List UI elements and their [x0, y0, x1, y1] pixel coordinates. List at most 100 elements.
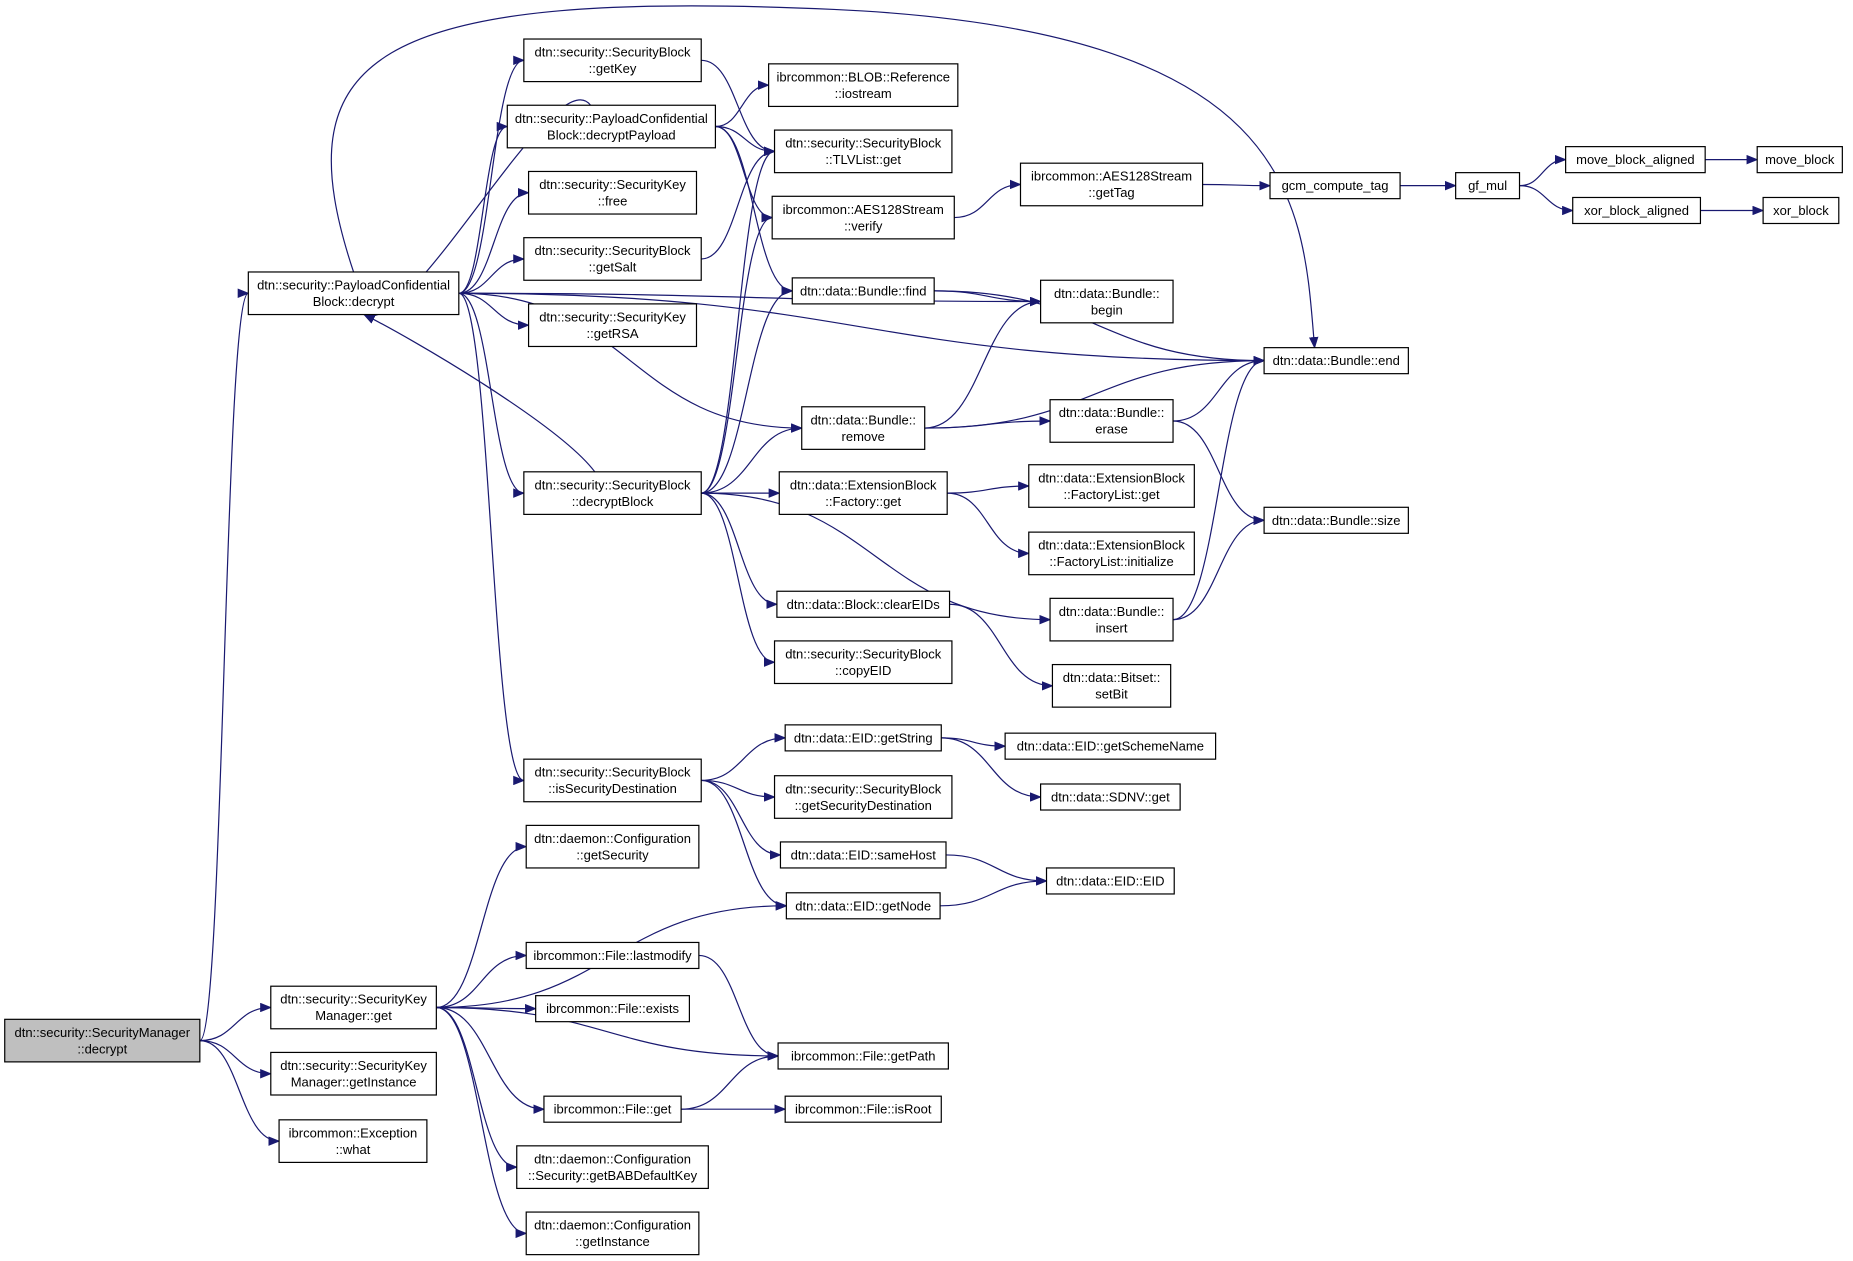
node-aes_getTag[interactable]: ibrcommon::AES128Stream::getTag [1019, 162, 1204, 207]
node-box[interactable] [777, 1042, 949, 1070]
node-box[interactable] [247, 271, 460, 316]
node-box[interactable] [784, 1095, 942, 1123]
node-sm_decrypt[interactable]: dtn::security::SecurityManager::decrypt [4, 1018, 201, 1063]
node-file_exists[interactable]: ibrcommon::File::exists [535, 995, 690, 1023]
node-box[interactable] [1455, 172, 1521, 200]
node-bundle_end[interactable]: dtn::data::Bundle::end [1263, 347, 1409, 375]
node-box[interactable] [1039, 783, 1181, 811]
node-box[interactable] [525, 941, 700, 970]
node-box[interactable] [516, 1145, 709, 1190]
node-sb_getSalt[interactable]: dtn::security::SecurityBlock::getSalt [523, 237, 702, 281]
node-eid_EID[interactable]: dtn::data::EID::EID [1045, 867, 1175, 895]
node-box[interactable] [773, 640, 953, 685]
node-box[interactable] [525, 1211, 700, 1256]
node-box[interactable] [523, 38, 702, 83]
node-sb_getSecDest[interactable]: dtn::security::SecurityBlock::getSecurit… [773, 775, 953, 819]
node-box[interactable] [1051, 663, 1172, 708]
node-box[interactable] [1049, 399, 1174, 443]
node-sk_getRSA[interactable]: dtn::security::SecurityKey::getRSA [527, 303, 698, 348]
node-exc_what[interactable]: ibrcommon::Exception::what [278, 1119, 428, 1163]
node-bundle_size[interactable]: dtn::data::Bundle::size [1263, 506, 1409, 534]
node-sb_copyEID[interactable]: dtn::security::SecurityBlock::copyEID [773, 640, 953, 685]
node-cfg_getSecurity[interactable]: dtn::daemon::Configuration::getSecurity [525, 824, 700, 869]
node-gcm_compute_tag[interactable]: gcm_compute_tag [1269, 172, 1401, 200]
node-box[interactable] [527, 303, 698, 348]
node-aes_verify[interactable]: ibrcommon::AES128Stream::verify [771, 195, 955, 240]
node-ext_factory_get[interactable]: dtn::data::ExtensionBlock::Factory::get [778, 471, 948, 515]
node-tlv_get[interactable]: dtn::security::SecurityBlock::TLVList::g… [773, 129, 953, 174]
node-sdnv_get[interactable]: dtn::data::SDNV::get [1039, 783, 1181, 811]
node-box[interactable] [784, 724, 942, 752]
node-box[interactable] [1756, 146, 1843, 174]
node-sb_getKey[interactable]: dtn::security::SecurityBlock::getKey [523, 38, 702, 83]
node-eid_getString[interactable]: dtn::data::EID::getString [784, 724, 942, 752]
node-box[interactable] [1019, 162, 1204, 207]
node-box[interactable] [4, 1018, 201, 1063]
node-box[interactable] [523, 758, 702, 803]
node-box[interactable] [527, 170, 698, 215]
node-box[interactable] [776, 590, 951, 618]
node-cfg_getInstance[interactable]: dtn::daemon::Configuration::getInstance [525, 1211, 700, 1256]
node-sb_decryptBlock[interactable]: dtn::security::SecurityBlock::decryptBlo… [523, 471, 702, 515]
node-box[interactable] [523, 237, 702, 281]
node-bitset_setBit[interactable]: dtn::data::Bitset::setBit [1051, 663, 1172, 708]
node-box[interactable] [1572, 196, 1702, 225]
node-bundle_find[interactable]: dtn::data::Bundle::find [791, 277, 935, 305]
node-blob_iostream[interactable]: ibrcommon::BLOB::Reference::iostream [768, 63, 959, 108]
node-box[interactable] [1004, 732, 1217, 760]
node-sk_free[interactable]: dtn::security::SecurityKey::free [527, 170, 698, 215]
node-cfg_getBAB[interactable]: dtn::daemon::Configuration::Security::ge… [516, 1145, 709, 1190]
node-block_clearEIDs[interactable]: dtn::data::Block::clearEIDs [776, 590, 951, 618]
node-box[interactable] [785, 892, 941, 920]
node-skm_getInstance[interactable]: dtn::security::SecurityKeyManager::getIn… [270, 1051, 437, 1096]
node-factorylist_init[interactable]: dtn::data::ExtensionBlock::FactoryList::… [1028, 531, 1195, 576]
node-box[interactable] [1263, 506, 1409, 534]
node-box[interactable] [270, 985, 437, 1030]
node-box[interactable] [1565, 146, 1706, 174]
node-factorylist_get[interactable]: dtn::data::ExtensionBlock::FactoryList::… [1028, 464, 1195, 508]
node-pcb_decrypt[interactable]: dtn::security::PayloadConfidentialBlock:… [247, 271, 460, 316]
node-box[interactable] [778, 471, 948, 515]
node-box[interactable] [1049, 597, 1174, 642]
node-box[interactable] [525, 824, 700, 869]
node-box[interactable] [1039, 279, 1174, 324]
node-box[interactable] [771, 195, 955, 240]
node-xor_block_aligned[interactable]: xor_block_aligned [1572, 196, 1702, 225]
node-file_lastmodify[interactable]: ibrcommon::File::lastmodify [525, 941, 700, 970]
node-move_block[interactable]: move_block [1756, 146, 1843, 174]
node-file_isRoot[interactable]: ibrcommon::File::isRoot [784, 1095, 942, 1123]
node-box[interactable] [1028, 464, 1195, 508]
node-bundle_insert[interactable]: dtn::data::Bundle::insert [1049, 597, 1174, 642]
node-box[interactable] [1269, 172, 1401, 200]
node-box[interactable] [768, 63, 959, 108]
node-box[interactable] [278, 1119, 428, 1163]
node-box[interactable] [1028, 531, 1195, 576]
node-box[interactable] [773, 129, 953, 174]
node-eid_sameHost[interactable]: dtn::data::EID::sameHost [779, 841, 947, 869]
node-box[interactable] [779, 841, 947, 869]
node-gf_mul[interactable]: gf_mul [1455, 172, 1521, 200]
node-bundle_begin[interactable]: dtn::data::Bundle::begin [1039, 279, 1174, 324]
node-bundle_remove[interactable]: dtn::data::Bundle::remove [801, 406, 926, 450]
node-box[interactable] [1762, 196, 1840, 225]
node-box[interactable] [1045, 867, 1175, 895]
node-box[interactable] [535, 995, 690, 1023]
node-sb_isSecDest[interactable]: dtn::security::SecurityBlock::isSecurity… [523, 758, 702, 803]
node-box[interactable] [270, 1051, 437, 1096]
node-box[interactable] [543, 1095, 682, 1123]
node-pcb_decryptPayload[interactable]: dtn::security::PayloadConfidentialBlock:… [506, 104, 717, 149]
node-xor_block[interactable]: xor_block [1762, 196, 1840, 225]
node-box[interactable] [791, 277, 935, 305]
node-box[interactable] [1263, 347, 1409, 375]
node-bundle_erase[interactable]: dtn::data::Bundle::erase [1049, 399, 1174, 443]
node-box[interactable] [801, 406, 926, 450]
node-box[interactable] [773, 775, 953, 819]
node-eid_getSchemeName[interactable]: dtn::data::EID::getSchemeName [1004, 732, 1217, 760]
node-move_block_aligned[interactable]: move_block_aligned [1565, 146, 1706, 174]
node-box[interactable] [506, 104, 717, 149]
node-file_get[interactable]: ibrcommon::File::get [543, 1095, 682, 1123]
node-file_getPath[interactable]: ibrcommon::File::getPath [777, 1042, 949, 1070]
node-box[interactable] [523, 471, 702, 515]
node-eid_getNode[interactable]: dtn::data::EID::getNode [785, 892, 941, 920]
